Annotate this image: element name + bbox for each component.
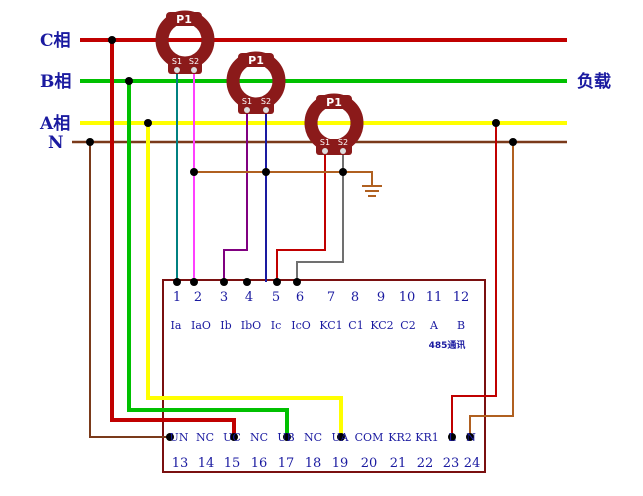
terminal-22-number: 22 xyxy=(417,456,434,471)
bottom-terminal-numbers: 13 14 15 16 17 18 19 20 21 22 23 24 xyxy=(172,456,481,471)
wire-uc xyxy=(110,40,236,438)
ground-wire xyxy=(194,171,373,186)
wire-n xyxy=(469,142,514,438)
terminal-17-number: 17 xyxy=(278,456,295,471)
terminal-8-label: C1 xyxy=(348,319,363,332)
terminal-18-label: NC xyxy=(304,431,322,444)
ct-a-label: P1 xyxy=(326,96,342,109)
ct-phase-c: P1 S1 S2 xyxy=(155,10,215,74)
ct-b-s2: S2 xyxy=(261,97,271,106)
terminal-11-label: A xyxy=(429,319,439,332)
terminal-13-label: UN xyxy=(170,431,189,444)
terminal-14-number: 14 xyxy=(198,456,215,471)
phase-c-label: C相 xyxy=(40,30,71,51)
terminal-3-label: Ib xyxy=(220,319,231,332)
terminal-12-label: B xyxy=(457,319,465,332)
wire-un xyxy=(89,142,170,438)
wire-ib xyxy=(223,112,248,282)
wire-ic xyxy=(276,152,326,282)
terminal-24-number: 24 xyxy=(464,456,481,471)
terminal-14-label: NC xyxy=(196,431,214,444)
terminal-11-number: 11 xyxy=(426,290,443,305)
junction-dots xyxy=(86,36,517,441)
terminal-4-number: 4 xyxy=(245,290,253,305)
terminal-1-label: Ia xyxy=(171,319,182,332)
top-terminal-numbers: 1 2 3 4 5 6 7 8 9 10 11 12 xyxy=(173,290,469,305)
top-terminal-labels: Ia IaO Ib IbO Ic IcO KC1 C1 KC2 C2 A B xyxy=(171,319,466,332)
comm-note: 485通讯 xyxy=(429,339,466,351)
terminal-4-label: IbO xyxy=(241,319,261,332)
terminal-18-number: 18 xyxy=(305,456,322,471)
terminal-9-label: KC2 xyxy=(370,319,393,332)
ct-phase-b: P1 S1 S2 xyxy=(226,51,286,114)
ct-c-label: P1 xyxy=(176,13,192,26)
terminal-6-label: IcO xyxy=(291,319,311,332)
terminal-16-label: NC xyxy=(250,431,268,444)
load-label: 负载 xyxy=(577,71,611,92)
terminal-13-number: 13 xyxy=(172,456,189,471)
terminal-1-number: 1 xyxy=(173,290,181,305)
wire-ua xyxy=(146,123,343,438)
terminal-19-number: 19 xyxy=(332,456,349,471)
ct-a-s1: S1 xyxy=(320,138,330,147)
ct-b-label: P1 xyxy=(248,54,264,67)
bottom-terminal-labels: UN NC UC NC UB NC UA COM KR2 KR1 L N xyxy=(170,431,477,444)
neutral-label: N xyxy=(48,133,64,153)
terminal-15-label: UC xyxy=(223,431,241,444)
terminal-23-number: 23 xyxy=(443,456,460,471)
terminal-9-number: 9 xyxy=(377,290,385,305)
terminal-24-label: N xyxy=(466,431,476,444)
terminal-2-label: IaO xyxy=(191,319,211,332)
wire-l xyxy=(451,123,497,438)
terminal-21-label: KR2 xyxy=(388,431,412,444)
terminal-10-label: C2 xyxy=(400,319,415,332)
terminal-10-number: 10 xyxy=(399,290,416,305)
terminal-2-number: 2 xyxy=(194,290,202,305)
terminal-20-label: COM xyxy=(355,431,384,444)
terminal-5-number: 5 xyxy=(272,290,280,305)
terminal-17-label: UB xyxy=(277,431,294,444)
terminal-7-label: KC1 xyxy=(319,319,342,332)
terminal-7-number: 7 xyxy=(327,290,335,305)
terminal-5-label: Ic xyxy=(271,319,282,332)
terminal-12-number: 12 xyxy=(453,290,470,305)
terminal-3-number: 3 xyxy=(220,290,228,305)
wire-ub xyxy=(127,81,289,438)
terminal-22-label: KR1 xyxy=(415,431,439,444)
ct-c-s2: S2 xyxy=(189,57,199,66)
ground-icon xyxy=(362,185,382,197)
terminal-6-number: 6 xyxy=(296,290,304,305)
ct-phase-a: P1 S1 S2 xyxy=(304,93,364,155)
terminal-8-number: 8 xyxy=(351,290,359,305)
ct-c-s1: S1 xyxy=(172,57,182,66)
phase-a-label: A相 xyxy=(39,113,70,134)
terminal-19-label: UA xyxy=(332,431,350,444)
wire-ico xyxy=(296,152,344,282)
ct-a-s2: S2 xyxy=(338,138,348,147)
terminal-15-number: 15 xyxy=(224,456,241,471)
terminal-16-number: 16 xyxy=(251,456,268,471)
terminal-21-number: 21 xyxy=(390,456,407,471)
meter-box xyxy=(162,279,486,473)
ct-b-s1: S1 xyxy=(242,97,252,106)
terminal-23-label: L xyxy=(448,431,456,444)
phase-b-label: B相 xyxy=(40,71,71,92)
terminal-20-number: 20 xyxy=(361,456,378,471)
